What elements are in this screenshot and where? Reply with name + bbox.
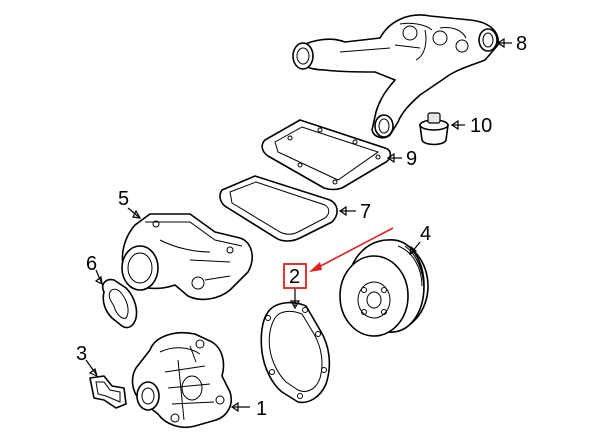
callout-7: 7 <box>360 201 371 223</box>
callouts: 8 10 9 7 5 6 4 2 3 1 <box>76 33 527 420</box>
callout-2-box <box>283 263 307 289</box>
thermostat-housing[interactable] <box>121 213 253 301</box>
coolant-manifold[interactable] <box>292 14 499 139</box>
callout-8: 8 <box>516 33 527 55</box>
small-bracket-gasket[interactable] <box>89 375 127 409</box>
housing-gasket[interactable] <box>219 175 338 242</box>
callout-6: 6 <box>86 253 97 275</box>
callout-5: 5 <box>118 188 129 210</box>
callout-4: 4 <box>420 223 431 245</box>
highlight-arrow <box>309 227 394 272</box>
water-pump-gasket[interactable] <box>260 301 331 404</box>
pulley[interactable] <box>339 239 429 337</box>
callout-1: 1 <box>256 398 267 420</box>
water-pump[interactable] <box>131 332 232 429</box>
callout-10: 10 <box>470 115 492 137</box>
callout-9: 9 <box>406 148 417 170</box>
o-ring[interactable] <box>101 278 138 329</box>
callout-3: 3 <box>76 343 87 365</box>
manifold-gasket[interactable] <box>261 119 392 191</box>
thermostat[interactable] <box>419 112 449 146</box>
callout-2: 2 <box>289 266 300 288</box>
leader-lines <box>85 37 512 413</box>
